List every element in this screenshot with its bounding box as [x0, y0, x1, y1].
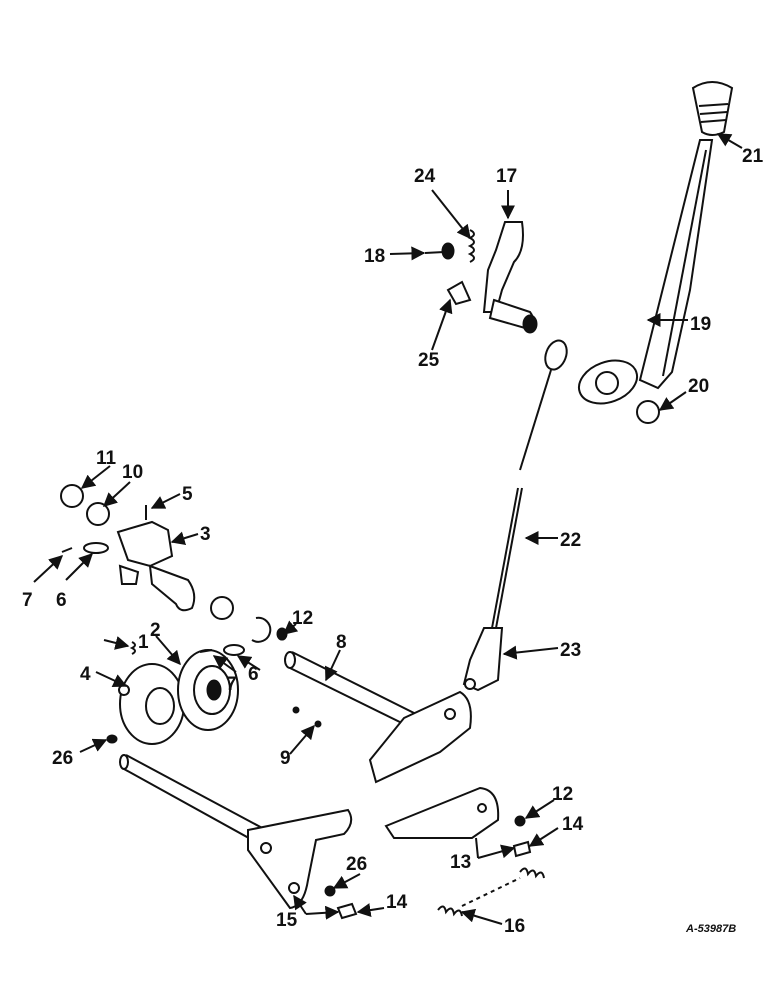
- hand-lever-part: [577, 139, 714, 405]
- callout-26-bottom: 26: [346, 854, 367, 875]
- spacer-washer-part: [210, 596, 234, 620]
- rod-part: [491, 339, 568, 629]
- callout-16: 16: [504, 916, 525, 937]
- knob-part: [691, 81, 734, 136]
- callout-1: 1: [138, 632, 149, 653]
- washer-part: [86, 502, 110, 526]
- cotter-pin-part-2: [199, 649, 213, 653]
- callout-labels: 1 2 3 4 5 6 6 7 7 8 9 10 11 12 12 13 14 …: [22, 146, 764, 937]
- pulley-part: [177, 649, 239, 731]
- callout-7-right: 7: [226, 674, 237, 695]
- callout-25: 25: [418, 350, 440, 371]
- bolt-part-2: [106, 734, 118, 744]
- part-code: A-53987B: [685, 923, 736, 935]
- callout-18: 18: [364, 246, 385, 267]
- clevis-pin-part-4: [336, 902, 358, 920]
- clip-part: [446, 280, 472, 306]
- grease-fitting-part: [129, 641, 136, 655]
- callout-7-left: 7: [22, 590, 33, 611]
- callout-21: 21: [742, 146, 764, 167]
- set-screw-part-2: [314, 720, 322, 728]
- lock-nut-part-2: [514, 815, 526, 827]
- lever-arm-part: [482, 221, 538, 334]
- leader-lines: [33, 133, 743, 925]
- callout-26-left: 26: [52, 748, 73, 769]
- callout-9: 9: [280, 748, 291, 769]
- callout-11: 11: [96, 448, 117, 469]
- callout-14-bottom: 14: [386, 892, 408, 913]
- callout-6-right: 6: [248, 664, 259, 685]
- callout-13: 13: [450, 852, 471, 873]
- shaft-part: [284, 651, 472, 784]
- callout-8: 8: [336, 632, 347, 653]
- bolt-part: [424, 242, 455, 260]
- callout-3: 3: [200, 524, 211, 545]
- clevis-pin-part-3: [512, 840, 532, 858]
- callout-10: 10: [122, 462, 143, 483]
- nut-part: [636, 400, 660, 424]
- yoke-part: [462, 627, 504, 692]
- callout-12-top: 12: [292, 608, 313, 629]
- set-screw-part: [292, 706, 300, 714]
- retaining-ring-part: [251, 616, 272, 643]
- bolt-part-3: [324, 885, 336, 897]
- lower-shaft-part: [119, 754, 353, 910]
- return-spring-part: [437, 867, 545, 917]
- callout-2: 2: [150, 620, 161, 641]
- clevis-pin-part-2: [223, 644, 245, 656]
- callout-24: 24: [414, 166, 436, 187]
- lower-bracket-part: [384, 786, 500, 839]
- clevis-pin-part: [83, 542, 109, 554]
- bracket-part: [116, 520, 196, 612]
- callout-23: 23: [560, 640, 581, 661]
- snap-ring-part: [60, 484, 84, 508]
- callout-12-right: 12: [552, 784, 573, 805]
- callout-6-left: 6: [56, 590, 67, 611]
- callout-20: 20: [688, 376, 709, 397]
- callout-19: 19: [690, 314, 711, 335]
- callout-14-right: 14: [562, 814, 584, 835]
- spring-part: [467, 229, 475, 263]
- callout-15: 15: [276, 910, 298, 931]
- housing-part: [118, 663, 185, 745]
- cotter-pin-part: [61, 547, 73, 553]
- callout-17: 17: [496, 166, 517, 187]
- callout-4: 4: [80, 664, 91, 685]
- callout-22: 22: [560, 530, 581, 551]
- callout-5: 5: [182, 484, 193, 505]
